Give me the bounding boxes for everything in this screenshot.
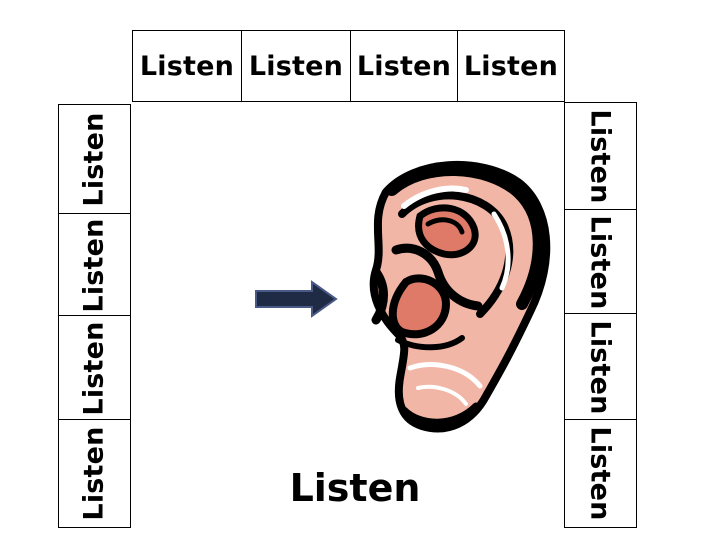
top-box-2: Listen (241, 30, 351, 102)
left-box-4: Listen (58, 419, 131, 528)
top-box-4: Listen (457, 30, 565, 102)
listen-label: Listen (139, 50, 235, 82)
left-box-2: Listen (58, 213, 131, 317)
listen-label: Listen (585, 109, 617, 204)
right-box-3: Listen (564, 313, 637, 421)
left-box-3: Listen (58, 315, 131, 421)
top-box-1: Listen (132, 30, 242, 102)
listen-label: Listen (585, 214, 617, 310)
right-box-4: Listen (564, 419, 637, 528)
listen-label: Listen (248, 50, 344, 82)
caption: Listen (289, 466, 421, 510)
right-box-1: Listen (564, 102, 637, 211)
listen-label: Listen (79, 217, 111, 313)
right-arrow-icon (255, 280, 338, 318)
ear-icon (369, 160, 551, 433)
top-box-3: Listen (350, 30, 458, 102)
listen-label: Listen (79, 426, 111, 521)
listen-label: Listen (463, 50, 559, 82)
listen-label: Listen (356, 50, 452, 82)
left-box-1: Listen (58, 104, 131, 215)
right-box-2: Listen (564, 209, 637, 315)
listen-label: Listen (79, 112, 111, 207)
listen-label: Listen (79, 320, 111, 416)
listen-label: Listen (585, 426, 617, 521)
listen-label: Listen (585, 319, 617, 415)
